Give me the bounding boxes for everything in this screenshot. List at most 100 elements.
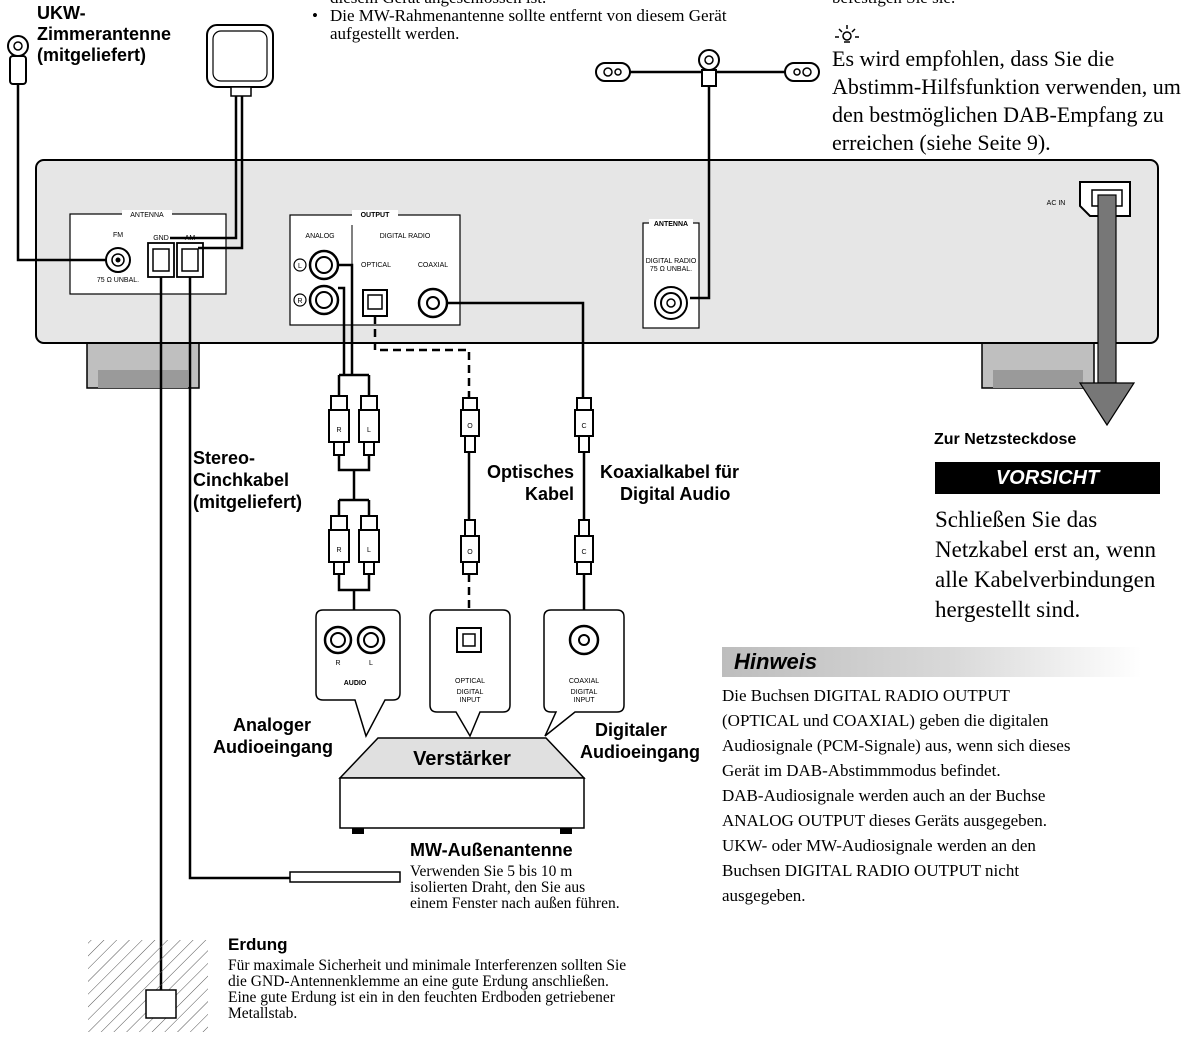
tip-line1: Es wird empfohlen, dass Sie die xyxy=(832,46,1115,71)
fm-cable xyxy=(16,84,106,262)
ground-line2: die GND-Antennenklemme an eine gute Erdu… xyxy=(228,973,609,990)
amplifier xyxy=(338,737,586,834)
top-note-bullet: • xyxy=(312,6,318,25)
note-line6: ANALOG OUTPUT dieses Geräts ausgegeben. xyxy=(722,811,1047,830)
note-line8: Buchsen DIGITAL RADIO OUTPUT nicht xyxy=(722,861,1020,880)
analog-input-label-2: Audioeingang xyxy=(213,737,333,757)
plug-r-top: R xyxy=(336,427,341,434)
mw-outdoor-wire xyxy=(188,277,290,880)
plug-r-bottom: R xyxy=(336,547,341,554)
caution-line3: alle Kabelverbindungen xyxy=(935,567,1156,592)
note-line1: Die Buchsen DIGITAL RADIO OUTPUT xyxy=(722,686,1010,705)
stereo-cable-label-2: Cinchkabel xyxy=(193,470,290,490)
top-note-line1: diesem Gerät angeschlossen ist. xyxy=(330,0,546,8)
caution-line1: Schließen Sie das xyxy=(935,507,1098,532)
ukw-antenna-label-3: (mitgeliefert) xyxy=(37,45,147,65)
dab-antenna-block xyxy=(642,222,700,329)
analog-input-label-1: Analoger xyxy=(233,715,312,735)
note-line2: (OPTICAL und COAXIAL) geben die digitale… xyxy=(722,711,1049,730)
amp-optical-label: OPTICAL xyxy=(455,678,485,685)
ground-line4: Metallstab. xyxy=(228,1005,298,1022)
mw-outdoor-title: MW-Außenantenne xyxy=(410,840,573,860)
amp-digital-label-2: DIGITAL xyxy=(571,689,598,696)
digital-coaxial-callout xyxy=(543,609,625,737)
amplifier-label: Verstärker xyxy=(413,748,511,770)
digital-radio-label: DIGITAL RADIO xyxy=(380,233,431,240)
plug-l-top: L xyxy=(367,427,371,434)
coax-cable-label-2: Digital Audio xyxy=(620,484,731,504)
am-loop-cable-2 xyxy=(170,96,238,240)
tip-icon xyxy=(835,25,859,43)
optical-cable-label-2: Kabel xyxy=(524,484,574,504)
note-line5: DAB-Audiosignale werden auch an der Buch… xyxy=(722,786,1046,805)
plug-c-top: C xyxy=(581,423,586,430)
amp-r-mark: R xyxy=(335,660,340,667)
ukw-antenna-label-2: Zimmerantenne xyxy=(37,24,172,44)
analog-input-callout xyxy=(315,609,401,738)
amp-audio-label: AUDIO xyxy=(344,680,367,687)
power-label: Zur Netzsteckdose xyxy=(934,431,1077,448)
amp-coaxial-label: COAXIAL xyxy=(569,678,599,685)
note-line3: Audiosignale (PCM-Signale) aus, wenn sic… xyxy=(722,736,1071,755)
dab-antenna-cable xyxy=(690,86,711,300)
tip-line2: Abstimm-Hilfsfunktion verwenden, um xyxy=(832,74,1181,99)
top-note-line3: aufgestellt werden. xyxy=(330,24,460,43)
output-terminal-block xyxy=(289,214,461,326)
top-note-right: befestigen Sie sie. xyxy=(832,0,955,8)
mw-outdoor-line2: isolierten Draht, den Sie aus xyxy=(410,879,586,896)
tip-line3: den bestmöglichen DAB-Empfang zu xyxy=(832,102,1164,127)
dab-t-antenna xyxy=(595,49,820,300)
plug-o-bottom: O xyxy=(467,549,473,556)
am-loop-antenna xyxy=(170,24,274,250)
digital-input-label-2: Audioeingang xyxy=(580,742,700,762)
amp-digital-label-1: DIGITAL xyxy=(457,689,484,696)
amp-input-label-1: INPUT xyxy=(460,697,482,704)
power-cord-arrow xyxy=(1078,194,1136,427)
dab-jack-label-2: 75 Ω UNBAL. xyxy=(650,266,692,273)
stereo-cable-label-3: (mitgeliefert) xyxy=(193,492,303,512)
mw-outdoor-line3: einem Fenster nach außen führen. xyxy=(410,895,620,912)
plug-c-bottom: C xyxy=(581,549,586,556)
fm-label: FM xyxy=(113,232,123,239)
tip-line4: erreichen (siehe Seite 9). xyxy=(832,130,1051,155)
coaxial-label: COAXIAL xyxy=(418,262,448,269)
mw-outdoor-wire-end xyxy=(289,871,401,883)
dab-jack-label-1: DIGITAL RADIO xyxy=(646,258,697,265)
caution-line4: hergestellt sind. xyxy=(935,597,1081,622)
ground-line1: Für maximale Sicherheit und minimale Int… xyxy=(228,957,627,974)
antenna-group-label: ANTENNA xyxy=(130,212,164,219)
stereo-plugs xyxy=(328,395,380,575)
top-note-line2: Die MW-Rahmenantenne sollte entfernt von… xyxy=(330,6,727,25)
stereo-cable-label-1: Stereo- xyxy=(193,448,256,468)
ac-in-label: AC IN xyxy=(1047,200,1066,207)
optical-cable-label-1: Optisches xyxy=(486,462,574,482)
optical-cable xyxy=(373,316,480,633)
amp-l-mark: L xyxy=(369,660,373,667)
note-line7: UKW- oder MW-Audiosignale werden an den xyxy=(722,836,1036,855)
plug-l-bottom: L xyxy=(367,547,371,554)
fm-impedance-label: 75 Ω UNBAL. xyxy=(97,277,139,284)
note-line9: ausgegeben. xyxy=(722,886,806,905)
note-line4: Gerät im DAB-Abstimmmodus befindet. xyxy=(722,761,1001,780)
caution-banner: VORSICHT xyxy=(935,462,1160,494)
analog-label: ANALOG xyxy=(305,233,334,240)
note-heading: Hinweis xyxy=(722,647,1142,677)
digital-optical-callout xyxy=(429,609,511,738)
am-loop-cable-1 xyxy=(198,96,244,250)
panel-small-labels: ANTENNA FM 75 Ω UNBAL. GND AM OUTPUT ANA… xyxy=(97,200,1065,704)
left-mark: L xyxy=(298,263,302,270)
coax-cable-label-1: Koaxialkabel für xyxy=(600,462,740,482)
amp-input-callouts xyxy=(315,609,625,738)
plug-o-top: O xyxy=(467,423,473,430)
output-group-label: OUTPUT xyxy=(361,212,391,219)
mw-outdoor-line1: Verwenden Sie 5 bis 10 m xyxy=(410,863,573,880)
ground-symbol xyxy=(88,940,208,1032)
coaxial-cable xyxy=(447,301,594,640)
ground-line3: Eine gute Erdung ist ein in den feuchten… xyxy=(228,989,615,1006)
amp-input-label-2: INPUT xyxy=(574,697,596,704)
fm-indoor-antenna xyxy=(7,35,106,262)
am-label: AM xyxy=(185,235,196,242)
caution-line2: Netzkabel erst an, wenn xyxy=(935,537,1156,562)
digital-input-label-1: Digitaler xyxy=(595,720,668,740)
